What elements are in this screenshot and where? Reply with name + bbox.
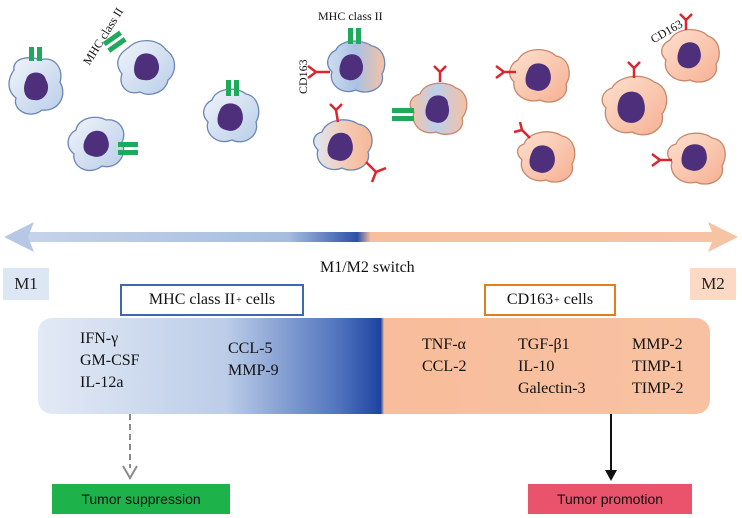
marker-group-m2-late: MMP-2 TIMP-1 TIMP-2 [632,334,684,400]
mixed-cell [312,103,387,183]
m1-m2-axis-arrow [4,222,738,252]
marker-group-m1-early: IFN-γ GM-CSF IL-12a [80,328,140,394]
marker-group-m1-late: CCL-5 MMP-9 [228,338,279,382]
m1-cell [102,30,176,95]
m1-label: M1 [3,268,49,300]
marker: CCL-2 [422,358,467,375]
header-text: MHC class II [148,291,236,308]
marker-group-m2-early: TNF-α CCL-2 [422,334,466,378]
marker: IL-12a [80,374,124,391]
m2-cell [513,121,576,183]
header-superscript: + [554,294,560,306]
m1-cell [67,116,138,171]
tumor-suppression-box: Tumor suppression [52,484,230,514]
m2-cell [601,61,668,136]
suppression-arrow [122,414,138,480]
marker: IFN-γ [80,330,119,347]
marker: TGF-β1 [518,336,570,353]
cd163-label-center: CD163 [296,59,310,94]
marker: GM-CSF [80,352,140,369]
marker: Galectin-3 [518,380,586,397]
cd163-cells-header: CD163+ cells [484,284,616,316]
marker: MMP-2 [632,336,683,353]
header-text: CD163 [506,291,554,308]
m1-cell [202,80,260,143]
mixed-cell [307,28,386,93]
marker: IL-10 [518,358,555,375]
m2-label: M2 [690,268,736,300]
m2-cell [495,49,570,103]
m2-cell [660,13,720,83]
header-suffix: cells [559,291,594,308]
tumor-promotion-box: Tumor promotion [528,484,692,514]
marker: CCL-5 [228,340,273,357]
marker: TIMP-2 [632,380,684,397]
header-suffix: cells [241,291,276,308]
marker: TNF-α [422,336,466,353]
marker-gradient-bar [38,318,710,414]
marker-group-m2-mid: TGF-β1 IL-10 Galectin-3 [518,334,586,400]
marker: TIMP-1 [632,358,684,375]
m1-cell [8,47,64,115]
mhc-class-ii-label-center: MHC class II [318,9,383,23]
marker: MMP-9 [228,362,279,379]
promotion-arrow [605,414,617,481]
switch-label: M1/M2 switch [320,259,415,276]
mhc-class-ii-cells-header: MHC class II+ cells [120,284,304,316]
header-superscript: + [236,294,242,306]
m2-cell [651,132,726,185]
mixed-cell [392,65,468,135]
